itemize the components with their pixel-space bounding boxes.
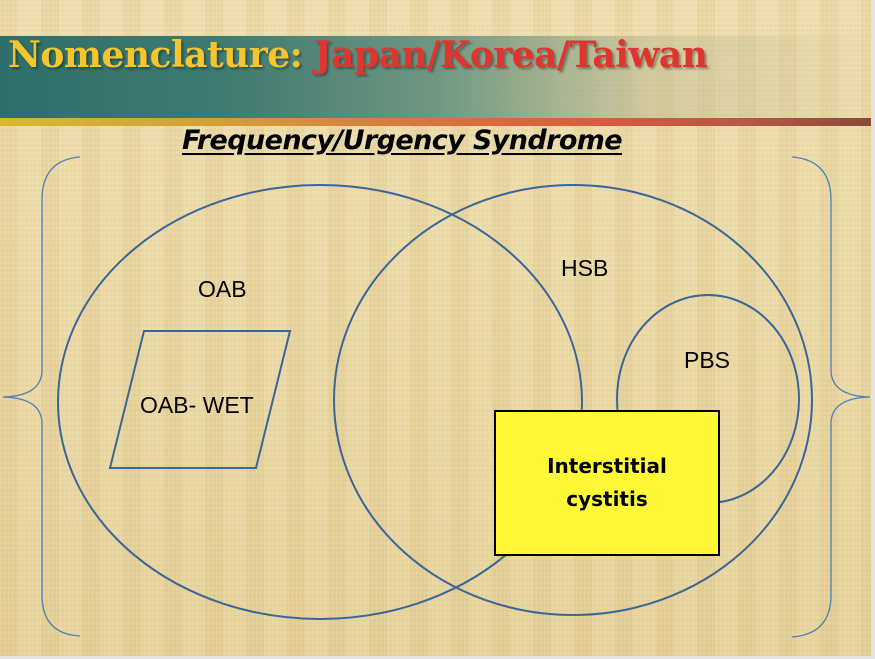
hsb-ellipse	[333, 184, 813, 616]
title-prefix: Nomenclature:	[8, 34, 303, 76]
interstitial-cystitis-box: Interstitial cystitis	[494, 410, 720, 556]
title-regions: Japan/Korea/Taiwan	[314, 34, 708, 76]
ic-label-line2: cystitis	[566, 487, 648, 511]
right-brace	[791, 156, 871, 638]
slide-title: Nomenclature: Japan/Korea/Taiwan	[8, 34, 708, 76]
left-brace	[2, 156, 81, 637]
hsb-label: HSB	[561, 255, 609, 281]
header-band	[0, 36, 871, 118]
oab-label: OAB	[198, 276, 247, 302]
oab-wet-label: OAB- WET	[140, 392, 254, 418]
pbs-label: PBS	[684, 347, 731, 373]
oab-wet-parallelogram	[108, 330, 292, 469]
diagram-subtitle: Frequency/Urgency Syndrome	[181, 125, 623, 156]
header-stripe	[0, 118, 871, 126]
ic-label-line1: Interstitial	[547, 454, 667, 478]
oab-ellipse	[57, 184, 583, 620]
